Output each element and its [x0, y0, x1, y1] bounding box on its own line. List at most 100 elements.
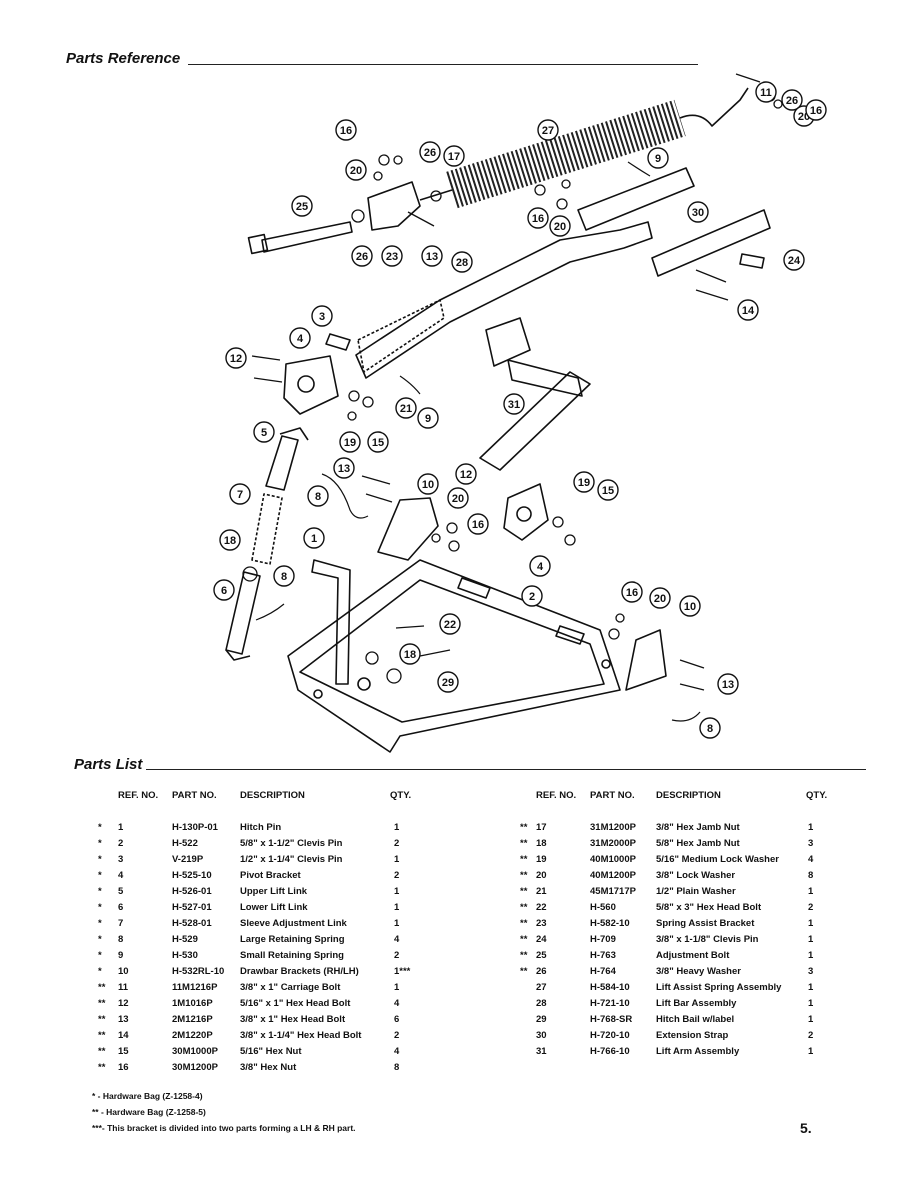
row-qty: 1	[808, 950, 814, 961]
row-part: 2M1220P	[172, 1030, 213, 1041]
svg-text:13: 13	[338, 463, 350, 475]
row-desc: 3/8" x 1-1/8" Clevis Pin	[656, 934, 759, 945]
svg-text:9: 9	[655, 153, 661, 165]
row-mark: **	[520, 934, 528, 945]
drawbar-bracket-right	[625, 629, 667, 691]
col-part: PART NO.	[172, 790, 217, 801]
row-mark: **	[98, 1062, 106, 1073]
row-mark: *	[98, 966, 102, 977]
callout-20: 20	[549, 215, 571, 237]
row-desc: Pivot Bracket	[240, 870, 301, 881]
svg-text:19: 19	[344, 437, 356, 449]
callout-20: 20	[345, 159, 367, 181]
row-desc: 3/8" x 1" Hex Head Bolt	[240, 1014, 346, 1025]
lift-arm-assembly	[479, 317, 591, 471]
row-desc: Large Retaining Spring	[240, 934, 345, 945]
row-mark: **	[520, 870, 528, 881]
reference-rule	[188, 64, 698, 65]
note-bracket: ***- This bracket is divided into two pa…	[92, 1123, 356, 1133]
row-ref: 3	[118, 854, 124, 865]
row-desc: 3/8" Heavy Washer	[656, 966, 741, 977]
row-desc: 5/16" x 1" Hex Head Bolt	[240, 998, 351, 1009]
callout-30: 30	[687, 201, 709, 223]
row-qty: 1	[808, 934, 814, 945]
row-desc: Spring Assist Bracket	[656, 918, 755, 929]
table-header: REF. NO. PART NO. DESCRIPTION QTY.	[98, 790, 428, 804]
callout-16: 16	[467, 513, 489, 535]
row-qty: 6	[394, 1014, 400, 1025]
callout-9: 9	[647, 147, 669, 169]
row-part: H-766-10	[590, 1046, 630, 1057]
callout-19: 19	[339, 431, 361, 453]
svg-text:16: 16	[626, 587, 638, 599]
row-desc: 3/8" x 1" Carriage Bolt	[240, 982, 341, 993]
svg-text:13: 13	[426, 251, 438, 263]
page-number: 5.	[800, 1120, 812, 1136]
row-qty: 1	[394, 918, 400, 929]
row-qty: 1	[394, 902, 400, 913]
row-qty: 1	[808, 982, 814, 993]
row-mark: **	[98, 1014, 106, 1025]
callout-10: 10	[417, 473, 439, 495]
row-ref: 8	[118, 934, 124, 945]
callout-5: 5	[253, 421, 275, 443]
callout-7: 7	[229, 483, 251, 505]
row-ref: 24	[536, 934, 547, 945]
callout-31: 31	[503, 393, 525, 415]
svg-text:19: 19	[578, 477, 590, 489]
drawbar-bracket-left	[377, 497, 439, 561]
row-part: H-527-01	[172, 902, 212, 913]
col-ref: REF. NO.	[118, 790, 159, 801]
row-qty: 2	[394, 870, 400, 881]
svg-text:8: 8	[315, 491, 321, 503]
row-desc: Small Retaining Spring	[240, 950, 344, 961]
row-mark: *	[98, 822, 102, 833]
svg-text:28: 28	[456, 257, 468, 269]
row-qty: 2	[808, 1030, 814, 1041]
row-part: H-763	[590, 950, 616, 961]
row-qty: 8	[808, 870, 814, 881]
row-qty: 4	[394, 1046, 400, 1057]
row-qty: 2	[808, 902, 814, 913]
callout-8: 8	[699, 717, 721, 739]
retaining-springs	[255, 161, 701, 722]
svg-text:4: 4	[537, 561, 544, 573]
exploded-parts-diagram: 1126201616261720279251620302623132824143…	[213, 73, 827, 753]
row-ref: 15	[118, 1046, 129, 1057]
svg-text:27: 27	[542, 125, 554, 137]
row-mark: *	[98, 918, 102, 929]
callout-11: 11	[755, 81, 777, 103]
row-ref: 17	[536, 822, 547, 833]
svg-text:20: 20	[452, 493, 464, 505]
row-mark: *	[98, 838, 102, 849]
svg-text:16: 16	[340, 125, 352, 137]
callout-9: 9	[417, 407, 439, 429]
callout-4: 4	[529, 555, 551, 577]
row-desc: 5/8" x 1-1/2" Clevis Pin	[240, 838, 343, 849]
svg-text:10: 10	[422, 479, 434, 491]
row-part: 1M1016P	[172, 998, 213, 1009]
callout-20: 20	[649, 587, 671, 609]
svg-text:20: 20	[554, 221, 566, 233]
svg-text:16: 16	[472, 519, 484, 531]
svg-text:16: 16	[810, 105, 822, 117]
row-ref: 27	[536, 982, 547, 993]
row-part: H-584-10	[590, 982, 630, 993]
svg-text:16: 16	[532, 213, 544, 225]
callout-26: 26	[419, 141, 441, 163]
upper-lift-link	[265, 427, 309, 491]
row-ref: 22	[536, 902, 547, 913]
